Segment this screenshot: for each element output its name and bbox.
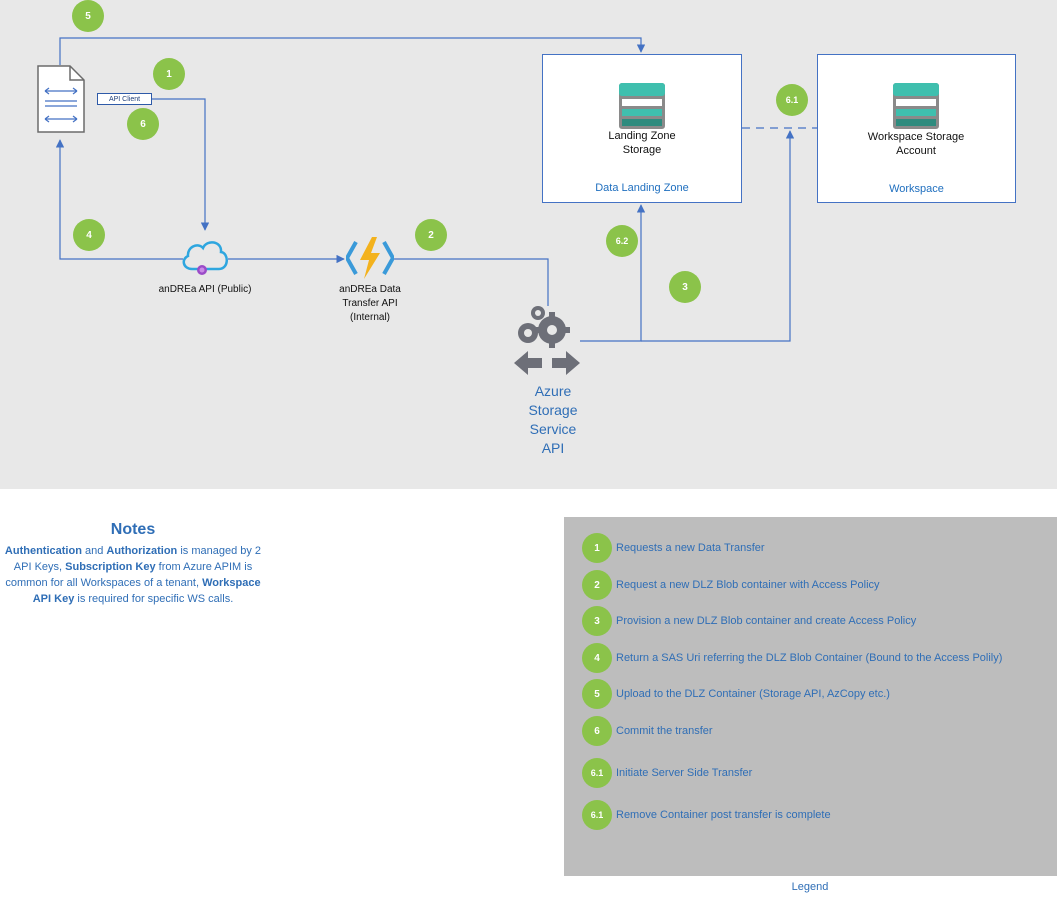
storage-account-icon xyxy=(893,83,939,129)
legend-item: 1 Requests a new Data Transfer xyxy=(582,533,765,563)
legend-badge: 6.1 xyxy=(582,800,612,830)
legend-badge: 6.1 xyxy=(582,758,612,788)
notes-and: and xyxy=(81,545,107,557)
legend-text: Remove Container post transfer is comple… xyxy=(616,809,831,821)
legend-text: Return a SAS Uri referring the DLZ Blob … xyxy=(616,652,1003,664)
notes-subscription-key: Subscription Key xyxy=(65,561,156,573)
andrea-public-label: anDREa API (Public) xyxy=(158,284,252,295)
notes-authz: Authorization xyxy=(106,545,178,557)
legend-text: Commit the transfer xyxy=(616,725,713,737)
legend-badge: 3 xyxy=(582,606,612,636)
azure-storage-service-api-label: Azure Storage Service API xyxy=(503,382,603,458)
document-icon xyxy=(37,65,85,133)
legend-item: 2 Request a new DLZ Blob container with … xyxy=(582,570,880,600)
workspace-storage-label: Workspace Storage Account xyxy=(856,130,976,158)
landing-zone-storage-label: Landing Zone Storage xyxy=(582,129,702,157)
azure-label-line1: Azure xyxy=(534,383,572,399)
notes-title: Notes xyxy=(110,521,156,538)
azure-function-icon xyxy=(346,237,394,279)
legend-item: 6.1 Remove Container post transfer is co… xyxy=(582,800,831,830)
step-badge-3: 3 xyxy=(669,271,701,303)
notes-text-2: from Azure APIM is common for all Worksp… xyxy=(5,561,253,589)
step-badge-5: 5 xyxy=(72,0,104,32)
legend-text: Requests a new Data Transfer xyxy=(616,542,765,554)
workspace-box: Workspace xyxy=(817,54,1016,203)
legend-panel: 1 Requests a new Data Transfer 2 Request… xyxy=(564,517,1057,876)
legend-item: 6.1 Initiate Server Side Transfer xyxy=(582,758,752,788)
azure-label-line4: API xyxy=(541,440,565,456)
notes-text-3: is required for specific WS calls. xyxy=(74,593,234,605)
step-badge-6-1: 6.1 xyxy=(776,84,808,116)
data-landing-zone-title: Data Landing Zone xyxy=(595,182,689,194)
legend-item: 5 Upload to the DLZ Container (Storage A… xyxy=(582,679,890,709)
storage-account-icon xyxy=(619,83,665,129)
data-transfer-label-line3: (Internal) xyxy=(349,312,390,323)
workspace-storage-line1: Workspace Storage xyxy=(867,131,965,143)
legend-text: Request a new DLZ Blob container with Ac… xyxy=(616,579,880,591)
notes-auth: Authentication xyxy=(4,545,82,557)
notes-body: Authentication and Authorization is mana… xyxy=(4,543,262,607)
workspace-storage-line2: Account xyxy=(896,145,936,157)
landing-zone-storage-line2: Storage xyxy=(622,144,662,156)
api-management-icon xyxy=(182,241,228,275)
workspace-title: Workspace xyxy=(889,183,944,195)
connector-6-1 xyxy=(641,130,795,342)
legend-caption: Legend xyxy=(791,881,829,893)
azure-label-line2: Storage xyxy=(528,402,578,418)
step-badge-1: 1 xyxy=(153,58,185,90)
step-badge-6-2: 6.2 xyxy=(606,225,638,257)
legend-text: Initiate Server Side Transfer xyxy=(616,767,753,779)
data-transfer-label-line2: Transfer API xyxy=(342,298,398,309)
storage-service-icon xyxy=(514,306,580,375)
step-badge-2: 2 xyxy=(415,219,447,251)
data-transfer-api-label: anDREa Data Transfer API (Internal) xyxy=(320,283,420,325)
connector-4 xyxy=(55,139,183,260)
legend-badge: 2 xyxy=(582,570,612,600)
legend-item: 3 Provision a new DLZ Blob container and… xyxy=(582,606,916,636)
data-transfer-label-line1: anDREa Data xyxy=(339,284,401,295)
legend-badge: 1 xyxy=(582,533,612,563)
connector-1 xyxy=(152,98,210,231)
notes-text-1: is managed by 2 API Keys, xyxy=(13,545,262,573)
legend-badge: 6 xyxy=(582,716,612,746)
api-client-label: API Client xyxy=(97,93,152,105)
notes-workspace-api-key: Workspace API Key xyxy=(32,577,261,605)
legend-badge: 5 xyxy=(582,679,612,709)
legend-badge: 4 xyxy=(582,643,612,673)
legend-text: Upload to the DLZ Container (Storage API… xyxy=(616,688,890,700)
legend-text: Provision a new DLZ Blob container and c… xyxy=(616,615,917,627)
connector-2 xyxy=(392,258,549,306)
notes-section: Notes Authentication and Authorization i… xyxy=(4,521,262,607)
connector-5 xyxy=(59,37,646,65)
legend-item: 6 Commit the transfer xyxy=(582,716,713,746)
step-badge-6: 6 xyxy=(127,108,159,140)
legend-item: 4 Return a SAS Uri referring the DLZ Blo… xyxy=(582,643,1002,673)
connector-6-2 xyxy=(580,204,646,342)
landing-zone-storage-line1: Landing Zone xyxy=(608,130,676,142)
azure-label-line3: Service xyxy=(529,421,577,437)
step-badge-4: 4 xyxy=(73,219,105,251)
